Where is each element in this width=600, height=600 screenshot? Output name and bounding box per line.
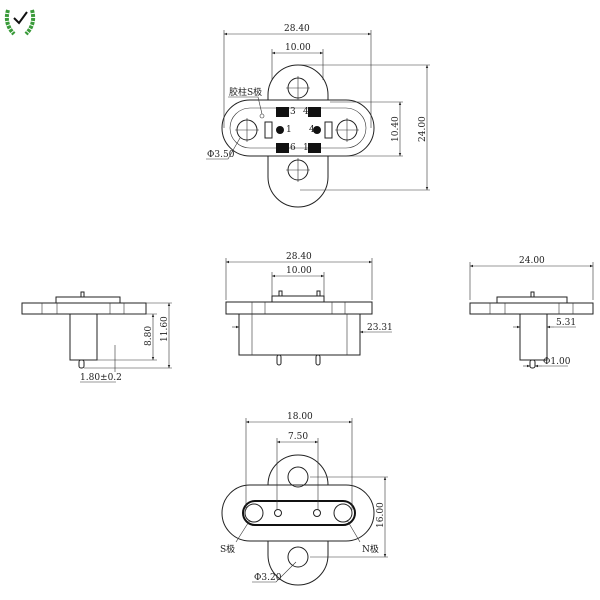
pads: [276, 107, 321, 153]
dim-pin-dia: Φ1.00: [543, 357, 571, 367]
pad-label: 4: [309, 125, 315, 135]
dim-total-height: 11.60: [160, 316, 170, 342]
dim-width: 28.40: [284, 24, 310, 34]
dim-hole-dia-bottom: Φ3.20: [254, 573, 282, 583]
dim-boss: 10.00: [286, 266, 312, 276]
dim-height: 24.00: [418, 116, 428, 142]
s-pole-label: S极: [220, 543, 235, 555]
dim-right-width: 24.00: [519, 256, 545, 266]
bottom-view: 18.00 7.50 16.00 S极 N极 Φ3.20: [220, 412, 388, 586]
logo: [4, 9, 36, 36]
pad-label: 3: [290, 107, 296, 117]
dim-hole-spacing-bottom: 16.00: [376, 502, 386, 528]
dim-hole-spacing: 10.40: [391, 116, 401, 142]
dim-pitch: 10.00: [285, 43, 311, 53]
dim-body-width: 5.31: [556, 318, 576, 328]
pad-label: 1: [286, 125, 292, 135]
dim-pin-length: 1.80±0.2: [80, 373, 122, 383]
dim-depth: 23.31: [367, 323, 393, 333]
n-pole-label: N极: [362, 543, 379, 555]
dim-span: 18.00: [287, 412, 313, 422]
top-view: 3 4 1 4 6 1 28.40 10.00 10.40 24.00 胶柱S极…: [206, 24, 430, 208]
note-label: 胶柱S极: [229, 86, 262, 98]
left-side-view: 8.80 11.60 1.80±0.2: [21, 291, 172, 383]
pad-label: 1: [303, 143, 309, 153]
pad-label: 4: [303, 107, 309, 117]
dim-pin-pitch: 7.50: [288, 432, 308, 442]
front-view: 28.40 10.00 23.31: [225, 252, 393, 366]
dim-hole-dia: Φ3.50: [207, 150, 235, 160]
pad-label: 6: [290, 143, 296, 153]
dim-front-width: 28.40: [286, 252, 312, 262]
check-icon: [13, 11, 28, 25]
right-side-view: 24.00 5.31 Φ1.00: [469, 256, 594, 369]
dim-body-height: 8.80: [144, 326, 154, 346]
